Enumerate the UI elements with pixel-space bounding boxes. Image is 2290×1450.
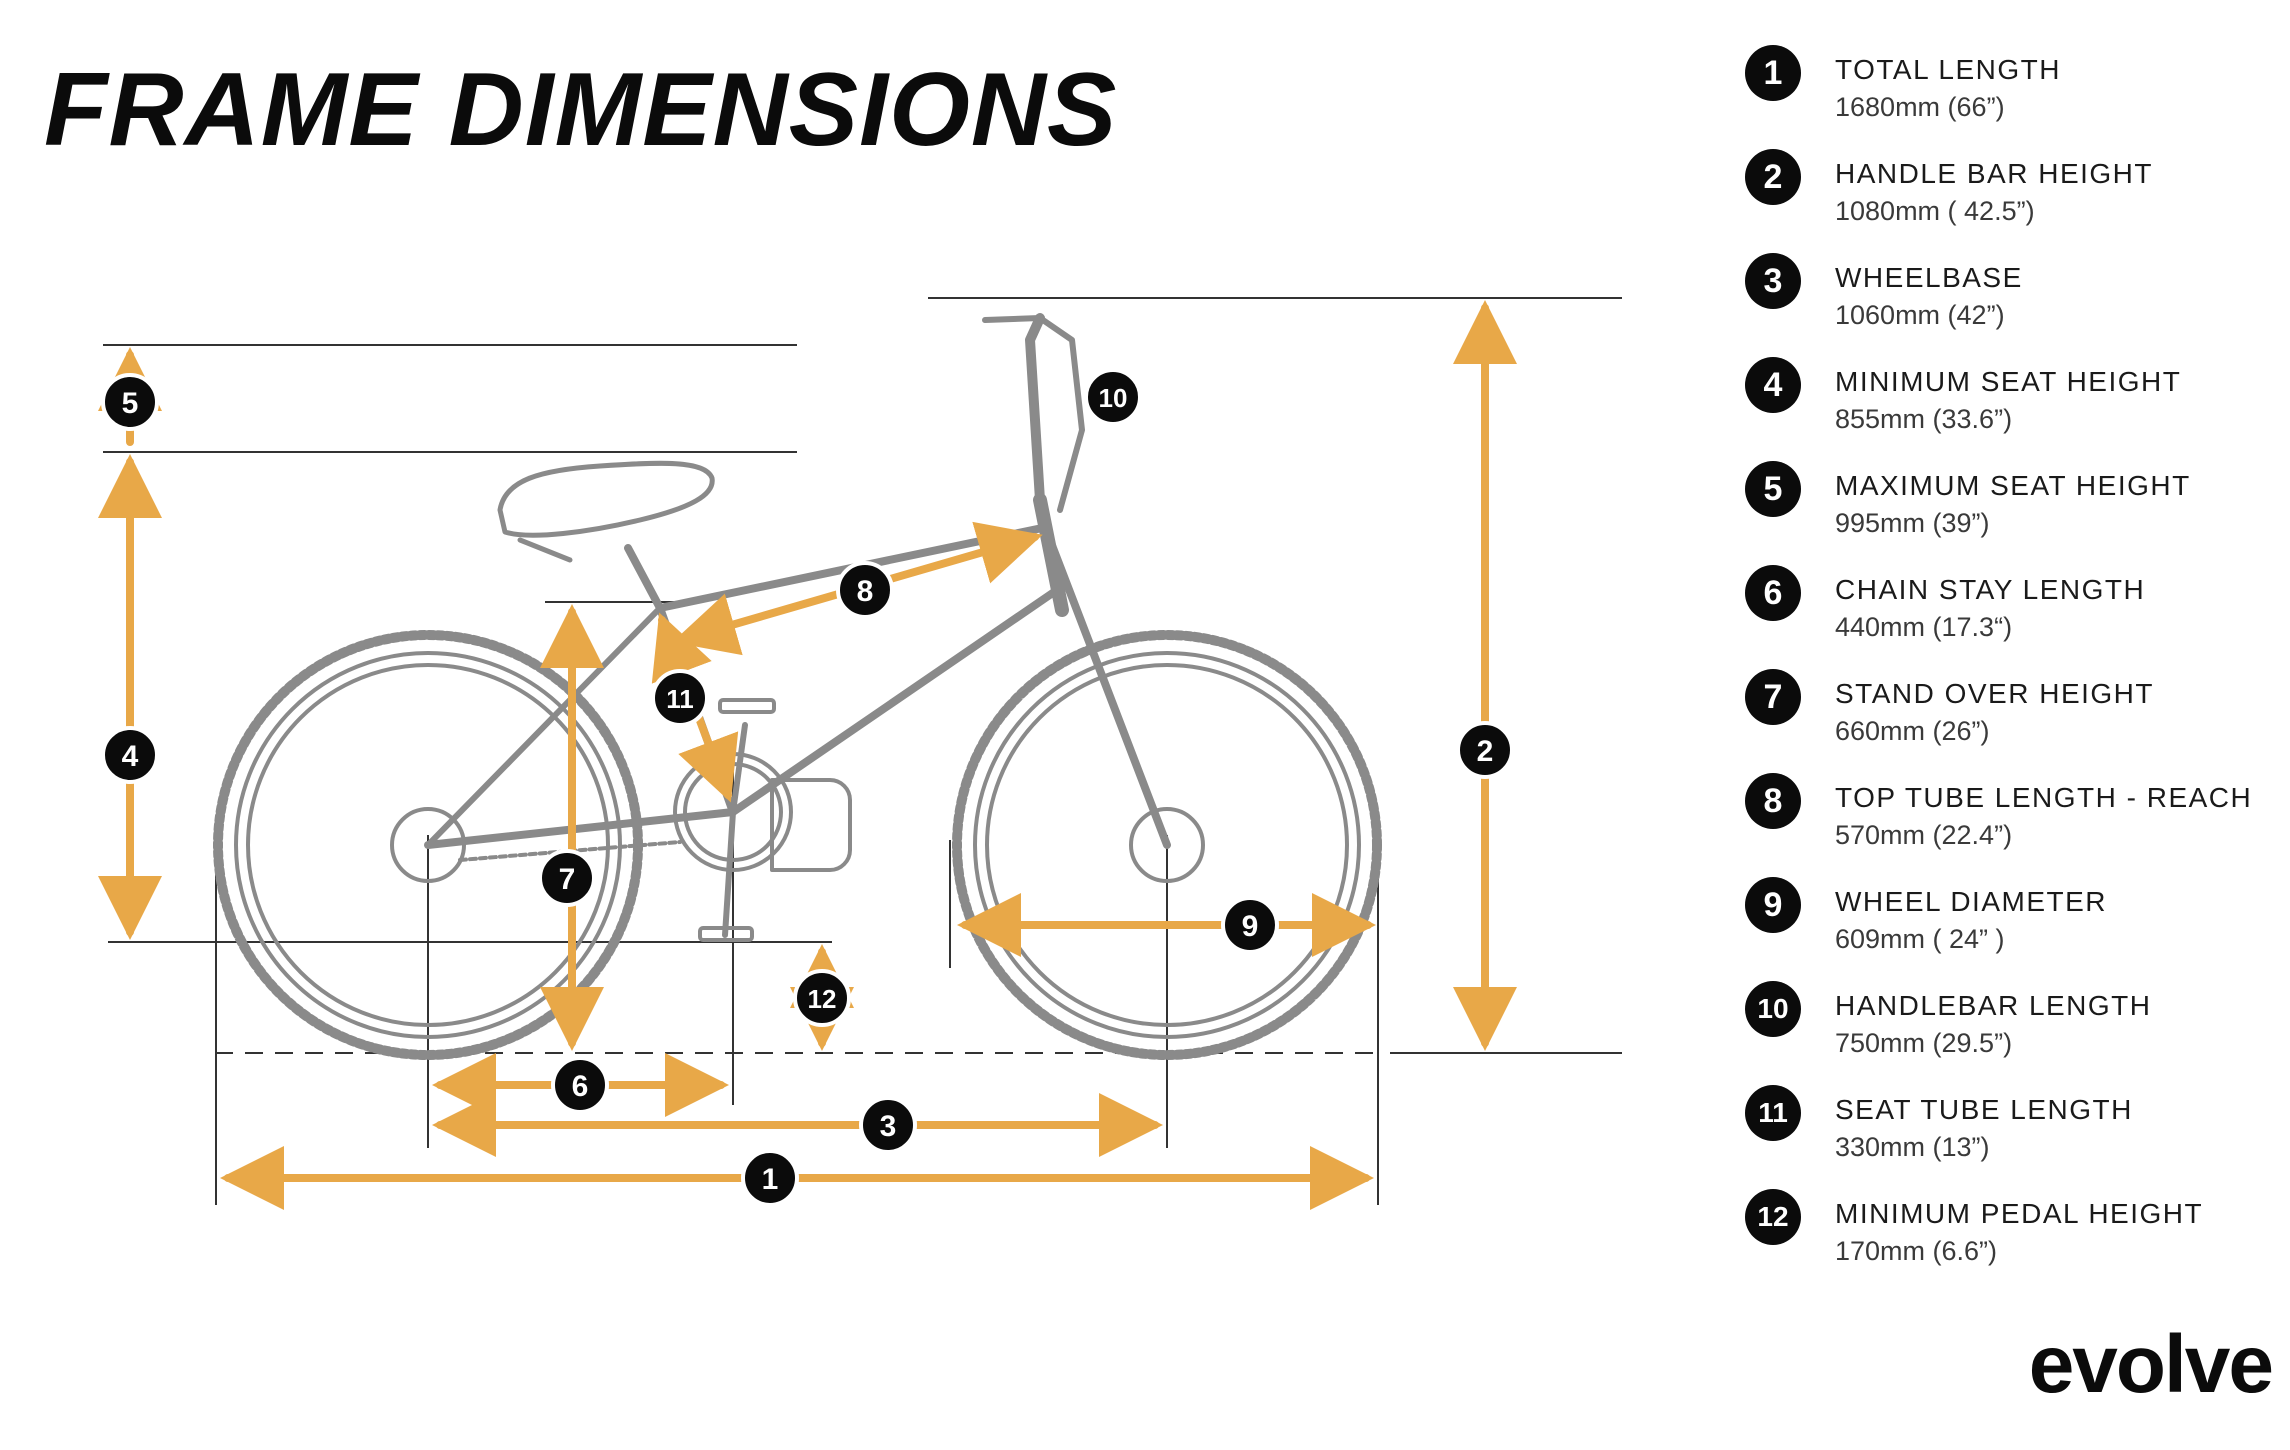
legend-item-top-tube-length: 8 TOP TUBE LENGTH - REACH 570mm (22.4”) [1735,768,2275,872]
callout-5-text: 5 [122,387,139,420]
legend-number: 5 [1745,461,1801,517]
legend-item-maximum-seat-height: 5 MAXIMUM SEAT HEIGHT 995mm (39”) [1735,456,2275,560]
legend-value: 995mm (39”) [1835,508,1990,538]
callout-7-text: 7 [559,863,576,896]
legend-item-minimum-pedal-height: 12 MINIMUM PEDAL HEIGHT 170mm (6.6”) [1735,1184,2275,1288]
legend-item-wheel-diameter: 9 WHEEL DIAMETER 609mm ( 24” ) [1735,872,2275,976]
legend-number: 7 [1745,669,1801,725]
legend-label: WHEELBASE [1835,262,2023,293]
legend-value: 609mm ( 24” ) [1835,924,2005,954]
legend-value: 1080mm ( 42.5”) [1835,196,2035,226]
legend-number: 1 [1745,45,1801,101]
legend-value: 170mm (6.6”) [1835,1236,1998,1266]
legend-item-total-length: 1 TOTAL LENGTH 1680mm (66”) [1735,40,2275,144]
callout-12-text: 12 [808,984,837,1014]
legend-item-handle-bar-height: 2 HANDLE BAR HEIGHT 1080mm ( 42.5”) [1735,144,2275,248]
callout-11: 11 [651,669,709,727]
legend-label: HANDLE BAR HEIGHT [1835,158,2153,189]
callout-11-text: 11 [666,684,694,714]
callout-2: 2 [1456,721,1514,779]
callout-9: 9 [1221,896,1279,954]
callout-1: 1 [741,1149,799,1207]
dimension-legend: 1 TOTAL LENGTH 1680mm (66”) 2 HANDLE BAR… [1735,40,2275,1288]
legend-value: 570mm (22.4”) [1835,820,2013,850]
callout-1-text: 1 [762,1163,779,1196]
page-title: FRAME DIMENSIONS [44,52,1118,168]
legend-label: MINIMUM SEAT HEIGHT [1835,366,2182,397]
callout-5: 5 [101,373,159,431]
legend-number: 12 [1745,1189,1801,1245]
legend-value: 750mm (29.5”) [1835,1028,2013,1058]
callout-3: 3 [859,1096,917,1154]
brand-logo: evolve [2028,1319,2274,1410]
legend-item-handlebar-length: 10 HANDLEBAR LENGTH 750mm (29.5”) [1735,976,2275,1080]
legend-value: 440mm (17.3“) [1835,612,2013,642]
legend-value: 1680mm (66”) [1835,92,2005,122]
callout-8: 8 [836,561,894,619]
legend-label: MINIMUM PEDAL HEIGHT [1835,1198,2204,1229]
legend-number: 9 [1745,877,1801,933]
callout-8-text: 8 [857,575,874,608]
legend-item-seat-tube-length: 11 SEAT TUBE LENGTH 330mm (13”) [1735,1080,2275,1184]
callout-4-text: 4 [122,740,139,773]
callout-3-text: 3 [880,1110,897,1143]
legend-number: 6 [1745,565,1801,621]
legend-number: 11 [1745,1085,1801,1141]
bike-diagram: 1 2 3 4 5 6 7 8 9 10 11 12 [98,297,1622,1210]
callout-4: 4 [101,726,159,784]
legend-number: 8 [1745,773,1801,829]
legend-item-minimum-seat-height: 4 MINIMUM SEAT HEIGHT 855mm (33.6”) [1735,352,2275,456]
legend-label: STAND OVER HEIGHT [1835,678,2155,709]
bike-frame [213,313,1382,1060]
dimension-arrows [98,300,1517,1210]
legend-item-chain-stay-length: 6 CHAIN STAY LENGTH 440mm (17.3“) [1735,560,2275,664]
legend-value: 1060mm (42”) [1835,300,2005,330]
legend-label: MAXIMUM SEAT HEIGHT [1835,470,2191,501]
callout-2-text: 2 [1477,735,1494,768]
legend-number: 3 [1745,253,1801,309]
legend-number: 4 [1745,357,1801,413]
callout-10: 10 [1084,368,1142,426]
legend-label: WHEEL DIAMETER [1835,886,2107,917]
callout-6-text: 6 [572,1070,589,1103]
legend-number: 10 [1745,981,1801,1037]
callout-9-text: 9 [1242,910,1259,943]
legend-number: 2 [1745,149,1801,205]
legend-value: 855mm (33.6”) [1835,404,2013,434]
callout-12: 12 [793,969,851,1027]
legend-item-stand-over-height: 7 STAND OVER HEIGHT 660mm (26”) [1735,664,2275,768]
legend-label: CHAIN STAY LENGTH [1835,574,2146,605]
legend-label: TOP TUBE LENGTH - REACH [1835,782,2253,813]
callout-10-text: 10 [1099,383,1128,413]
legend-label: HANDLEBAR LENGTH [1835,990,2152,1021]
reference-lines [103,297,1622,1205]
legend-label: SEAT TUBE LENGTH [1835,1094,2133,1125]
legend-label: TOTAL LENGTH [1835,54,2061,85]
callout-7: 7 [538,849,596,907]
callout-6: 6 [551,1056,609,1114]
legend-value: 330mm (13”) [1835,1132,1990,1162]
legend-value: 660mm (26”) [1835,716,1990,746]
legend-item-wheelbase: 3 WHEELBASE 1060mm (42”) [1735,248,2275,352]
